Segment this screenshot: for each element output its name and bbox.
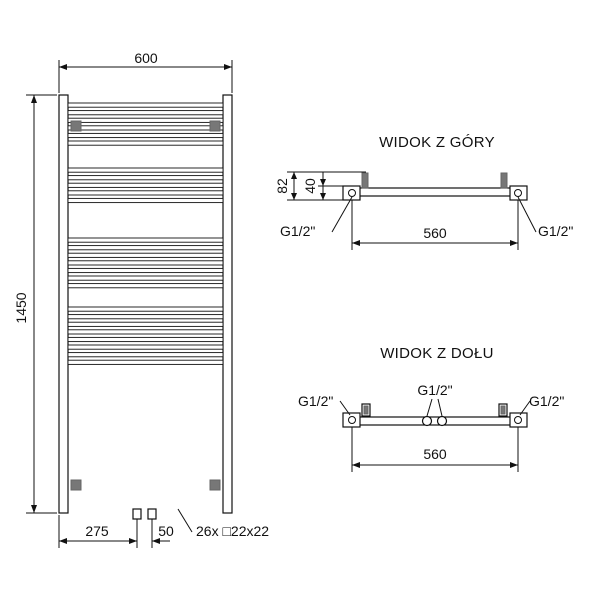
top-spacing-dimension: 560 bbox=[351, 200, 519, 250]
heater-bar bbox=[67, 321, 224, 327]
heater-bar bbox=[67, 329, 224, 335]
height-label: 1450 bbox=[13, 292, 29, 323]
heater-bar bbox=[67, 344, 224, 350]
heater-bar bbox=[67, 117, 224, 123]
bottom-left-thread-label: G1/2" bbox=[298, 393, 333, 409]
heater-bar bbox=[67, 182, 224, 188]
center-right-connection bbox=[436, 415, 448, 427]
heater-bar bbox=[67, 260, 224, 266]
left-side-tube bbox=[58, 94, 69, 514]
bottom-view-title: WIDOK Z DOŁU bbox=[380, 345, 494, 362]
width-dimension: 600 bbox=[58, 50, 233, 93]
bottom-view: WIDOK Z DOŁU G1/2" G1/2" G1/2" 560 bbox=[298, 345, 564, 472]
heater-bar bbox=[67, 102, 224, 108]
top-view-body bbox=[351, 187, 519, 197]
width-label: 600 bbox=[134, 50, 158, 66]
top-right-bracket bbox=[209, 120, 221, 132]
bottom-right-bracket bbox=[209, 479, 221, 491]
left-valve bbox=[132, 508, 142, 520]
heater-bar bbox=[67, 140, 224, 146]
right-valve bbox=[147, 508, 157, 520]
depth-outer-label: 82 bbox=[274, 178, 290, 194]
offset-dimension: 275 bbox=[58, 515, 137, 548]
heater-bar bbox=[67, 197, 224, 204]
bars-label: 26x □22x22 bbox=[196, 523, 269, 539]
bars-callout: 26x □22x22 bbox=[177, 508, 269, 539]
top-right-thread-label: G1/2" bbox=[538, 223, 573, 239]
heater-bar bbox=[67, 237, 224, 243]
bottom-view-body bbox=[351, 416, 519, 426]
depth-inner-label: 40 bbox=[302, 178, 318, 194]
bottom-connection-valves bbox=[132, 508, 157, 548]
spacing-dimension: 50 bbox=[124, 523, 174, 544]
spacing-label: 50 bbox=[158, 523, 174, 539]
top-view: WIDOK Z GÓRY 82 40 G1/2" G1/2 bbox=[274, 134, 573, 250]
heater-bar bbox=[67, 252, 224, 258]
top-left-wall-bracket bbox=[361, 172, 369, 189]
heater-bar bbox=[67, 306, 224, 312]
bottom-right-fitting bbox=[509, 412, 528, 428]
heater-bar bbox=[67, 167, 224, 173]
heater-bar bbox=[67, 110, 224, 116]
bottom-spacing-label: 560 bbox=[423, 446, 447, 462]
heater-bar bbox=[67, 132, 224, 139]
bottom-left-fitting bbox=[342, 412, 361, 428]
heater-bar bbox=[67, 352, 224, 358]
offset-label: 275 bbox=[85, 523, 109, 539]
heater-bar bbox=[67, 125, 224, 131]
top-left-thread-label: G1/2" bbox=[280, 223, 315, 239]
heater-bar bbox=[67, 190, 224, 196]
bottom-left-bracket bbox=[70, 479, 82, 491]
front-view: 600 1450 275 50 26x □22x22 bbox=[13, 50, 269, 548]
horizontal-bars bbox=[67, 102, 224, 365]
heater-bar bbox=[67, 283, 224, 289]
bottom-center-thread-label: G1/2" bbox=[417, 382, 452, 398]
bottom-right-thread-label: G1/2" bbox=[529, 393, 564, 409]
heater-bar bbox=[67, 175, 224, 181]
right-side-tube bbox=[222, 94, 233, 514]
depth-inner-dimension: 40 bbox=[302, 172, 343, 200]
heater-bar bbox=[67, 267, 224, 274]
heater-bar bbox=[67, 245, 224, 251]
bottom-spacing-dimension: 560 bbox=[351, 427, 519, 472]
top-view-title: WIDOK Z GÓRY bbox=[379, 134, 495, 151]
heater-bar bbox=[67, 359, 224, 365]
top-spacing-label: 560 bbox=[423, 225, 447, 241]
heater-bar bbox=[67, 336, 224, 343]
heater-bar bbox=[67, 314, 224, 320]
top-right-wall-bracket bbox=[500, 172, 508, 189]
depth-outer-dimension: 82 bbox=[274, 171, 366, 201]
height-dimension: 1450 bbox=[13, 94, 57, 514]
heater-bar bbox=[67, 275, 224, 281]
top-left-bracket bbox=[70, 120, 82, 132]
center-left-connection bbox=[421, 415, 433, 427]
